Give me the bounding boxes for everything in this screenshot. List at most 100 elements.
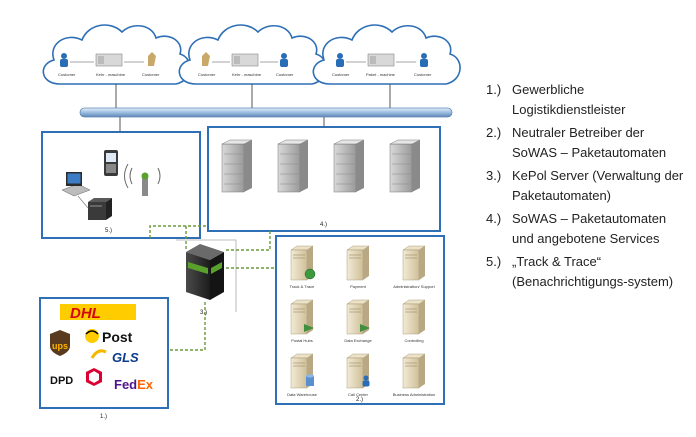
- person-icon: [281, 53, 287, 59]
- antenna-icon: [124, 163, 161, 196]
- connector-5-to-3: [149, 225, 208, 238]
- service-label: Track & Trace: [290, 284, 316, 289]
- box-label-4: 4.): [320, 222, 327, 228]
- legend-number: 2.): [486, 125, 502, 140]
- cloud-bus-connectors: [115, 84, 391, 108]
- service-item: Postal Hubs: [290, 299, 314, 343]
- database-icon: [306, 374, 314, 386]
- service-label: Data Warehouse: [287, 392, 318, 397]
- service-label: Call Center: [348, 392, 369, 397]
- gls-logo: GLS: [90, 349, 139, 365]
- legend-item: 5.) „Track & Trace“ (Benachrichtigungs-sy…: [486, 252, 691, 292]
- tower-server-icon: [402, 353, 426, 389]
- bus-box-connectors: [119, 117, 325, 132]
- cloud-2-content: Customer Kehr - maschine Customer: [198, 52, 294, 77]
- arrow-icon: [304, 324, 314, 332]
- server-rack-icon: [221, 139, 253, 193]
- person-box-icon: [148, 52, 156, 66]
- cloud-label-right: Customer: [414, 72, 432, 77]
- gls-logo-text: GLS: [112, 350, 139, 365]
- person-icon: [421, 53, 427, 59]
- arrow-icon: [360, 324, 370, 332]
- box-label-1: 1.): [100, 414, 107, 420]
- service-item: Payment: [346, 245, 370, 289]
- box-parcel-machines: 4.): [207, 126, 441, 232]
- legend-text: Gewerbliche Logistikdienstleister: [512, 82, 626, 117]
- service-item: Track & Trace: [290, 245, 316, 289]
- service-label: Business Administration: [393, 392, 435, 397]
- legend-item: 4.)SoWAS – Paketautomaten und angebotene…: [486, 209, 691, 249]
- service-label: Postal Hubs: [291, 338, 313, 343]
- dpd-logo-text: DPD: [50, 375, 73, 387]
- fedex-logo-fed: Fed: [114, 377, 137, 392]
- tower-server-icon: [402, 245, 426, 281]
- connector-3-to-1: [168, 302, 206, 351]
- service-item: Controlling: [402, 299, 426, 343]
- cloud-label-left: Customer: [58, 72, 76, 77]
- kepol-server-icon: [186, 244, 224, 300]
- legend-number: 1.): [486, 82, 502, 97]
- deutsche-post-logo: Post: [85, 329, 133, 345]
- legend-text: „Track & Trace“ (Benachrichtigungs-syste…: [512, 254, 674, 289]
- box-label-5: 5.): [105, 228, 112, 234]
- legend-item: 2.) Neutraler Betreiber der SoWAS – Paket…: [486, 123, 691, 163]
- service-label: Data Exchange: [344, 338, 372, 343]
- cloud-label-left: Customer: [198, 72, 216, 77]
- legend-item: 1.) Gewerbliche Logistikdienstleister: [486, 80, 691, 120]
- post-logo-text: Post: [102, 329, 133, 345]
- legend-number: 5.): [486, 254, 502, 269]
- cloud-label-center: Kehr - maschine: [232, 72, 262, 77]
- server-rack-icon: [277, 139, 309, 193]
- network-bus: [79, 107, 453, 118]
- legend-number: 3.): [486, 168, 502, 183]
- tower-server-icon: [290, 299, 314, 335]
- person-box-icon: [202, 52, 210, 66]
- services-grid: Track & Trace Payment Administration/ Supp…: [287, 245, 436, 397]
- ups-logo: ups: [50, 330, 70, 356]
- globe-icon: [304, 268, 316, 280]
- svg-text:FedEx: FedEx: [114, 377, 154, 392]
- fedex-logo-ex: Ex: [137, 377, 154, 392]
- person-icon: [61, 53, 67, 59]
- tower-server-icon: [402, 299, 426, 335]
- dashed-connectors: [149, 225, 276, 351]
- person-icon-body: [60, 59, 68, 67]
- service-label: Controlling: [404, 338, 423, 343]
- cloud-3-content: Customer Paket - machine Customer: [332, 53, 432, 77]
- cloud-label-right: Customer: [142, 72, 160, 77]
- legend-text: SoWAS – Paketautomaten und angebotene Se…: [512, 211, 667, 246]
- dhl-logo-text: DHL: [70, 305, 101, 322]
- fedex-logo: FedEx: [114, 377, 154, 392]
- cloud-1-content: Customer Kehr - maschine Customer: [58, 52, 160, 77]
- service-item: Data Warehouse: [287, 353, 318, 397]
- box-label-2: 2.): [356, 397, 363, 403]
- tower-server-icon: [346, 299, 370, 335]
- tower-server-icon: [346, 245, 370, 281]
- legend-text: Neutraler Betreiber der SoWAS – Paketaut…: [512, 125, 667, 160]
- ups-logo-text: ups: [52, 341, 68, 351]
- service-label: Payment: [350, 284, 367, 289]
- server-rack-icon: [389, 139, 421, 193]
- server-rack-icon: [333, 139, 365, 193]
- cloud-label-right: Customer: [276, 72, 294, 77]
- legend-item: 3.) KePol Server (Verwaltung der Paketaut…: [486, 166, 691, 206]
- cloud-label-center: Kehr - maschine: [96, 72, 126, 77]
- legend: 1.) Gewerbliche Logistikdienstleister 2.)…: [486, 80, 691, 295]
- dhl-logo: DHL: [60, 304, 136, 322]
- connector-4-to-3: [224, 231, 271, 251]
- legend-text: KePol Server (Verwaltung der Paketautoma…: [512, 168, 684, 203]
- mobile-phone-icon: [104, 150, 118, 176]
- person-icon: [362, 375, 370, 387]
- laptop-icon: [61, 172, 91, 197]
- box-kepol-server: 3.): [176, 239, 237, 316]
- service-item: Business Administration: [393, 353, 435, 397]
- service-label: Administration/ Support: [393, 284, 435, 289]
- box-mobile-notification: 5.): [41, 131, 201, 239]
- service-item: Administration/ Support: [393, 245, 436, 289]
- cloud-label-center: Paket - machine: [366, 72, 396, 77]
- person-icon: [337, 53, 343, 59]
- cloud-label-left: Customer: [332, 72, 350, 77]
- service-item: Call Center: [346, 353, 370, 397]
- box-carriers: DHL ups Post GLS DPD FedEx 1: [39, 297, 169, 420]
